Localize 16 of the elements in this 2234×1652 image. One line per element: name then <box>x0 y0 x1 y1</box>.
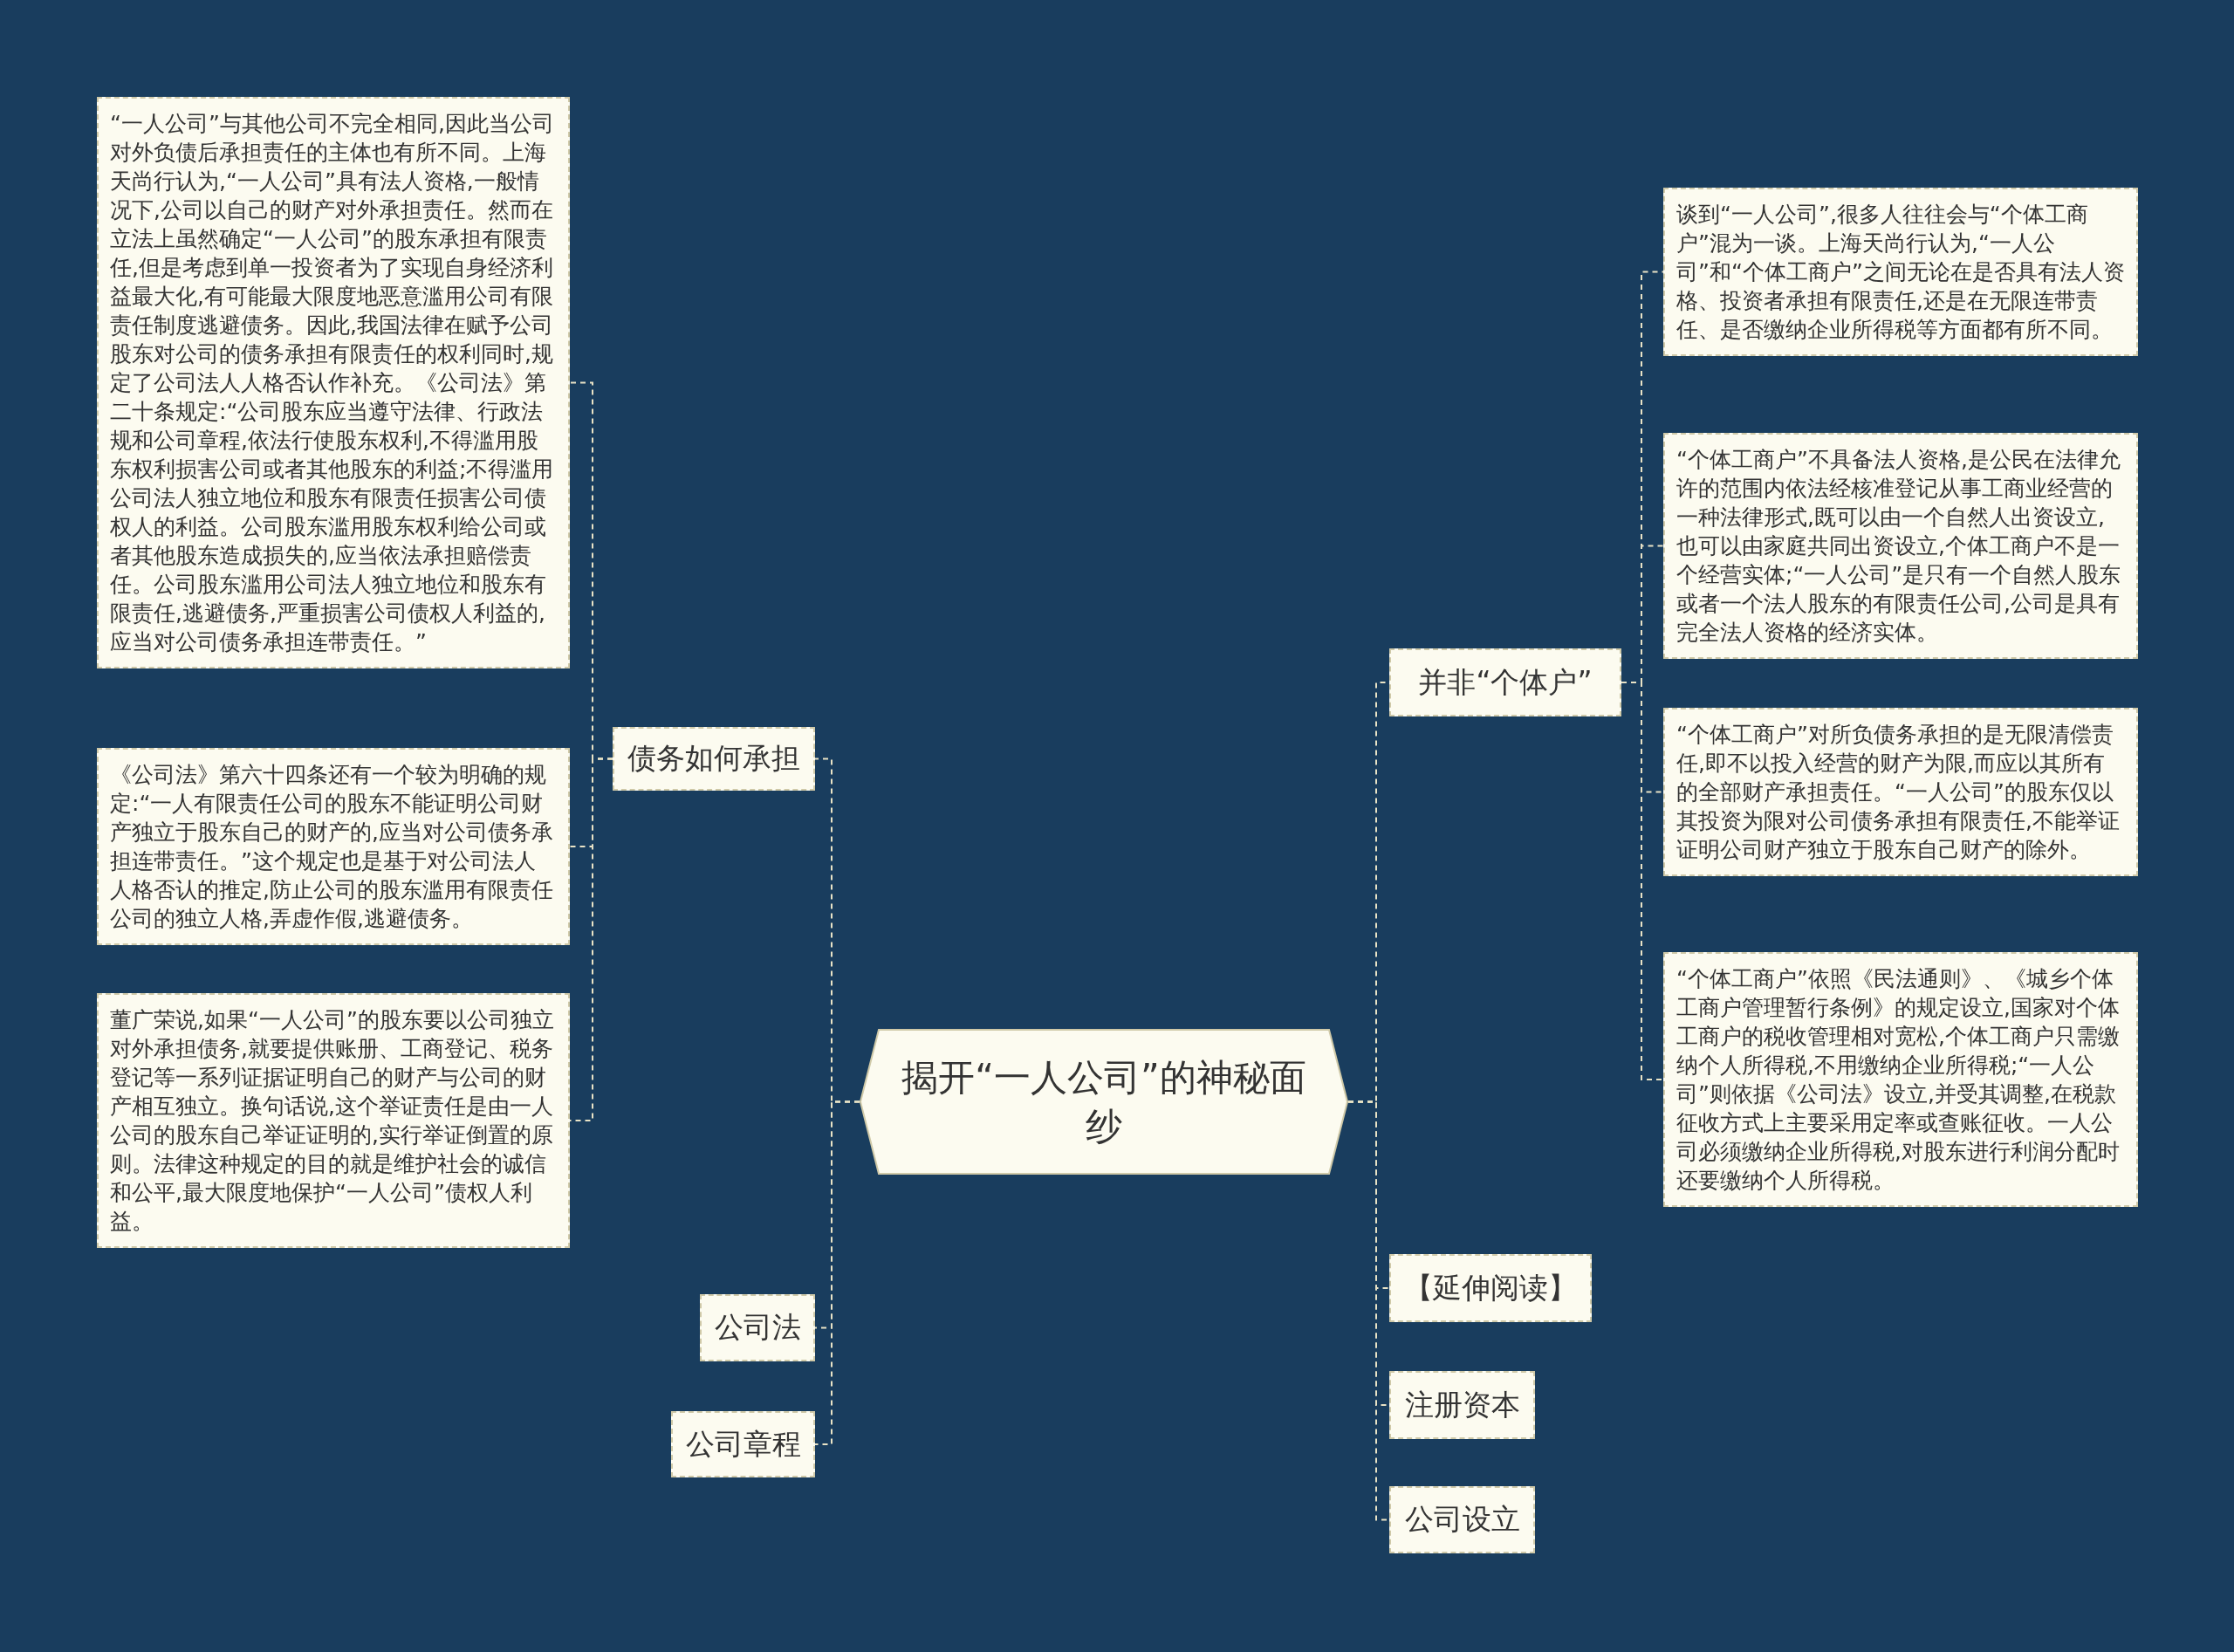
text-card: “个体工商户”对所负债务承担的是无限清偿责任,即不以投入经营的财产为限,而应以其所有的全部财产承担责任。“一人公司”的股东仅以其投资为限对公司债务承担有限责任,不能举证证明公司财产独立于股东自己财产的除外。 <box>1663 708 2138 876</box>
text-card: 谈到“一人公司”,很多人往往会与“个体工商户”混为一谈。上海天尚行认为,“一人公司”和“个体工商户”之间无论在是否具有法人资格、投资者承担有限责任,还是在无限连带责任、是否缴纳企业所得税等方面都有所不同。 <box>1663 188 2138 356</box>
topic-box: 债务如何承担 <box>613 727 815 791</box>
text-card: 董广荣说,如果“一人公司”的股东要以公司独立对外承担债务,就要提供账册、工商登记、税务登记等一系列证据证明自己的财产与公司的财产相互独立。换句话说,这个举证责任是由一人公司的股东自己举证证明的,实行举证倒置的原则。法律这种规定的目的就是维护社会的诚信和公平,最大限度地保护“一人公司”债权人利益。 <box>97 993 570 1248</box>
connector-line <box>814 1100 860 1445</box>
text-card: “个体工商户”不具备法人资格,是公民在法律允许的范围内依法经核准登记从事工商业经营的一种法律形式,既可以由一个自然人出资设立,也可以由家庭共同出资设立,个体工商户不是一个经营实体;“一人公司”是只有一个自然人股东或者一个法人股东的有限责任公司,公司是具有完全法人资格的经济实体。 <box>1663 433 2138 659</box>
topic-box: 并非“个体户” <box>1389 648 1621 716</box>
topic-box: 注册资本 <box>1389 1371 1535 1439</box>
topic-box: 公司章程 <box>671 1411 815 1477</box>
topic-box: 【延伸阅读】 <box>1389 1254 1592 1322</box>
central-topic-box: 揭开“一人公司”的神秘面纱 <box>860 1029 1348 1175</box>
text-card: “一人公司”与其他公司不完全相同,因此当公司对外负债后承担责任的主体也有所不同。上海天尚行认为,“一人公司”具有法人资格,一般情况下,公司以自己的财产对外承担责任。然而在立法上虽然确定“一人公司”的股东承担有限责任,但是考虑到单一投资者为了实现自身经济利益最大化,有可能最大限度地恶意滥用公司有限责任制度逃避债务。因此,我国法律在赋予公司股东对公司的债务承担有限责任的权利同时,规定了公司法人人格否认作补充。《公司法》第二十条规定:“公司股东应当遵守法律、行政法规和公司章程,依法行使股东权利,不得滥用股东权利损害公司或者其他股东的利益;不得滥用公司法人独立地位和股东有限责任损害公司债权人的利益。公司股东滥用股东权利给公司或者其他股东造成损失的,应当依法承担赔偿责任。公司股东滥用公司法人独立地位和股东有限责任,逃避债务,严重损害公司债权人利益的,应当对公司债务承担连带责任。” <box>97 97 570 668</box>
text-card: 《公司法》第六十四条还有一个较为明确的规定:“一人有限责任公司的股东不能证明公司财产独立于股东自己的财产的,应当对公司债务承担连带责任。”这个规定也是基于对公司法人人格否认的推定,防止公司的股东滥用有限责任公司的独立人格,弄虚作假,逃避债务。 <box>97 748 570 945</box>
topic-box: 公司法 <box>700 1294 815 1361</box>
topic-box: 公司设立 <box>1389 1486 1535 1553</box>
text-card: “个体工商户”依照《民法通则》、《城乡个体工商户管理暂行条例》的规定设立,国家对个体工商户的税收管理相对宽松,个体工商户只需缴纳个人所得税,不用缴纳企业所得税;“一人公司”则依据《公司法》设立,并受其调整,在税款征收方式上主要采用定率或查账征收。一人公司必须缴纳企业所得税,对股东进行利润分配时还要缴纳个人所得税。 <box>1663 952 2138 1207</box>
